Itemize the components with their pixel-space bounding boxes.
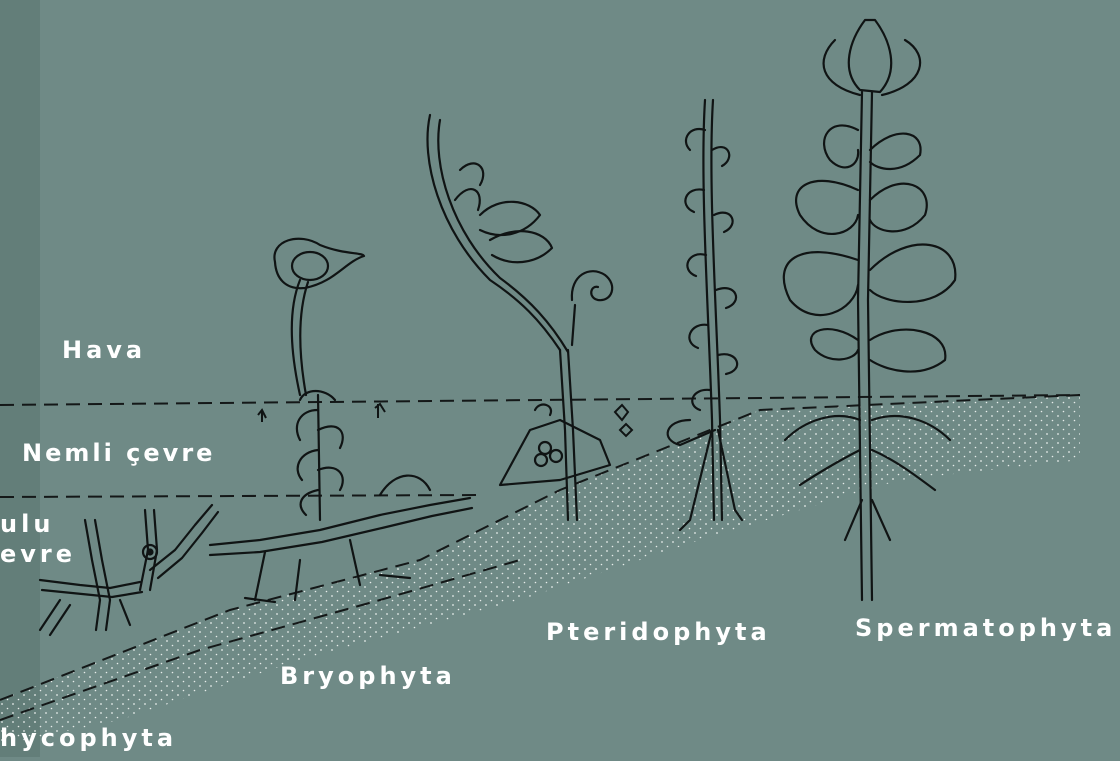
group-label-pteridophyta: Pteridophyta: [546, 620, 771, 644]
moist-water-boundary: [0, 495, 480, 497]
spermatophyta-flowering-plant: [784, 20, 956, 600]
group-label-phycophyta: hycophyta: [0, 726, 177, 750]
zone-label-nemli: Nemli çevre: [22, 441, 215, 465]
pteridophyta-fern: [428, 115, 613, 520]
zone-label-sulu-line1: ulu: [0, 512, 54, 536]
phycophyta-alga: [40, 505, 218, 635]
small-marks: [258, 404, 632, 436]
group-label-bryophyta: Bryophyta: [280, 664, 456, 688]
bryophyta-moss: [210, 239, 472, 602]
zone-label-hava: Hava: [62, 338, 146, 362]
left-edge-shade: [0, 0, 40, 757]
group-label-spermatophyta: Spermatophyta: [855, 616, 1116, 640]
zone-label-sulu-line2: evre: [0, 542, 76, 566]
